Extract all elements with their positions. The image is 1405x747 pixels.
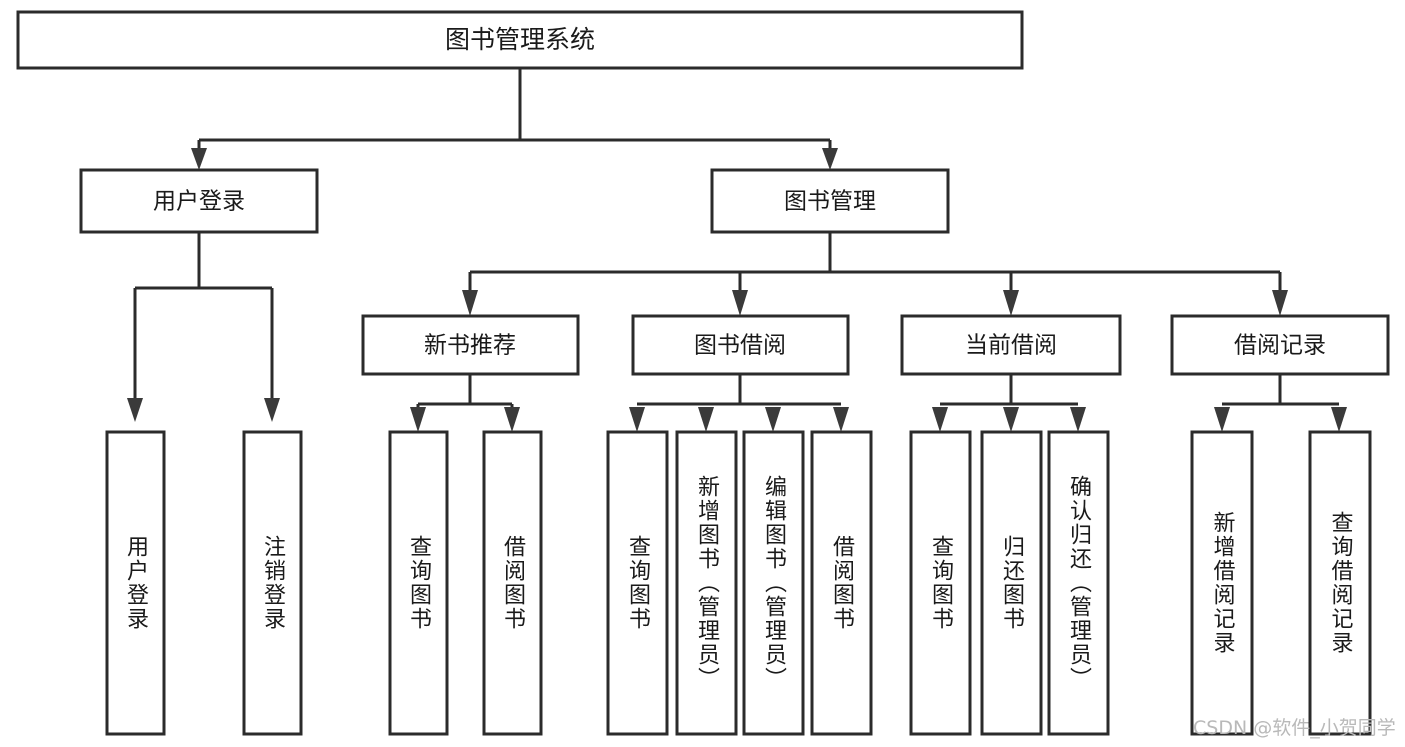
leaf-confirm-return-label: 确认归还（管理员） xyxy=(1066,475,1092,691)
arrow-to-new-book-recommend xyxy=(462,290,478,316)
node-leaf-borrow-book-1-box[interactable] xyxy=(482,430,543,736)
node-user-login-box[interactable] xyxy=(79,168,319,234)
arrow-to-current-borrow xyxy=(1003,290,1019,316)
arrow-to-leaf-borrow-book-1 xyxy=(504,407,520,432)
arrow-to-leaf-query-book-3 xyxy=(932,407,948,432)
node-user-login-label: 用户登录 xyxy=(153,189,245,215)
root-label: 图书管理系统 xyxy=(445,25,595,54)
arrow-to-leaf-query-record xyxy=(1331,407,1347,432)
node-new-book-recommend-label: 新书推荐 xyxy=(424,333,516,359)
leaf-borrow-book-2-label: 借阅图书 xyxy=(829,535,855,631)
leaf-query-book-1-label: 查询图书 xyxy=(406,535,432,631)
leaf-edit-book-label: 编辑图书（管理员） xyxy=(761,475,787,691)
arrow-to-leaf-query-book-2 xyxy=(629,407,645,432)
node-leaf-query-book-1-box[interactable] xyxy=(388,430,449,736)
node-leaf-edit-book-box[interactable] xyxy=(742,430,805,736)
node-leaf-query-book-2-box[interactable] xyxy=(606,430,669,736)
leaf-return-book-label: 归还图书 xyxy=(999,535,1025,631)
node-new-book-recommend-box[interactable] xyxy=(361,314,580,376)
arrow-to-leaf-logout-login xyxy=(264,398,280,422)
csdn-watermark: CSDN @软件_小贺同学 xyxy=(1193,717,1396,739)
node-layer xyxy=(16,10,1390,736)
node-leaf-query-record-box[interactable] xyxy=(1308,430,1372,736)
arrow-to-book-borrow xyxy=(732,290,748,316)
leaf-user-login-label: 用户登录 xyxy=(123,535,149,631)
node-book-borrow-box[interactable] xyxy=(631,314,850,376)
arrow-to-borrow-record xyxy=(1272,290,1288,316)
node-borrow-record-label: 借阅记录 xyxy=(1234,333,1326,359)
arrow-to-leaf-user-login xyxy=(127,398,143,422)
node-leaf-add-book-box[interactable] xyxy=(675,430,738,736)
node-root-box[interactable] xyxy=(16,10,1024,70)
node-book-borrow-label: 图书借阅 xyxy=(694,333,786,359)
node-leaf-borrow-book-2-box[interactable] xyxy=(810,430,873,736)
leaf-query-book-2-label: 查询图书 xyxy=(625,535,651,631)
connector-layer xyxy=(127,68,1347,432)
leaf-query-book-3-label: 查询图书 xyxy=(928,535,954,631)
node-borrow-record-box[interactable] xyxy=(1170,314,1390,376)
node-book-management-label: 图书管理 xyxy=(784,189,876,215)
arrow-to-leaf-add-book xyxy=(698,407,714,432)
arrow-to-leaf-borrow-book-2 xyxy=(833,407,849,432)
arrow-to-book-management xyxy=(822,148,838,170)
arrow-to-leaf-query-book-1 xyxy=(410,407,426,432)
leaf-logout-login-label: 注销登录 xyxy=(260,535,286,631)
arrow-to-leaf-return-book xyxy=(1003,407,1019,432)
node-leaf-confirm-return-box[interactable] xyxy=(1047,430,1110,736)
node-leaf-add-record-box[interactable] xyxy=(1190,430,1254,736)
leaf-borrow-book-1-label: 借阅图书 xyxy=(500,535,526,631)
arrow-to-leaf-edit-book xyxy=(765,407,781,432)
node-book-management-box[interactable] xyxy=(710,168,950,234)
node-current-borrow-box[interactable] xyxy=(900,314,1122,376)
node-leaf-user-login-box[interactable] xyxy=(105,430,166,736)
leaf-query-record-label: 查询借阅记录 xyxy=(1327,511,1353,655)
arrow-to-user-login xyxy=(191,148,207,170)
node-current-borrow-label: 当前借阅 xyxy=(965,333,1057,359)
node-leaf-query-book-3-box[interactable] xyxy=(909,430,972,736)
leaf-add-book-label: 新增图书（管理员） xyxy=(694,475,720,691)
node-leaf-logout-login-box[interactable] xyxy=(242,430,303,736)
node-leaf-return-book-box[interactable] xyxy=(980,430,1043,736)
arrow-to-leaf-confirm-return xyxy=(1070,407,1086,432)
arrow-to-leaf-add-record xyxy=(1214,407,1230,432)
leaf-add-record-label: 新增借阅记录 xyxy=(1209,511,1235,655)
horizontal-label-layer: 图书管理系统 用户登录 图书管理 新书推荐 图书借阅 当前借阅 借阅记录 xyxy=(153,25,1326,359)
